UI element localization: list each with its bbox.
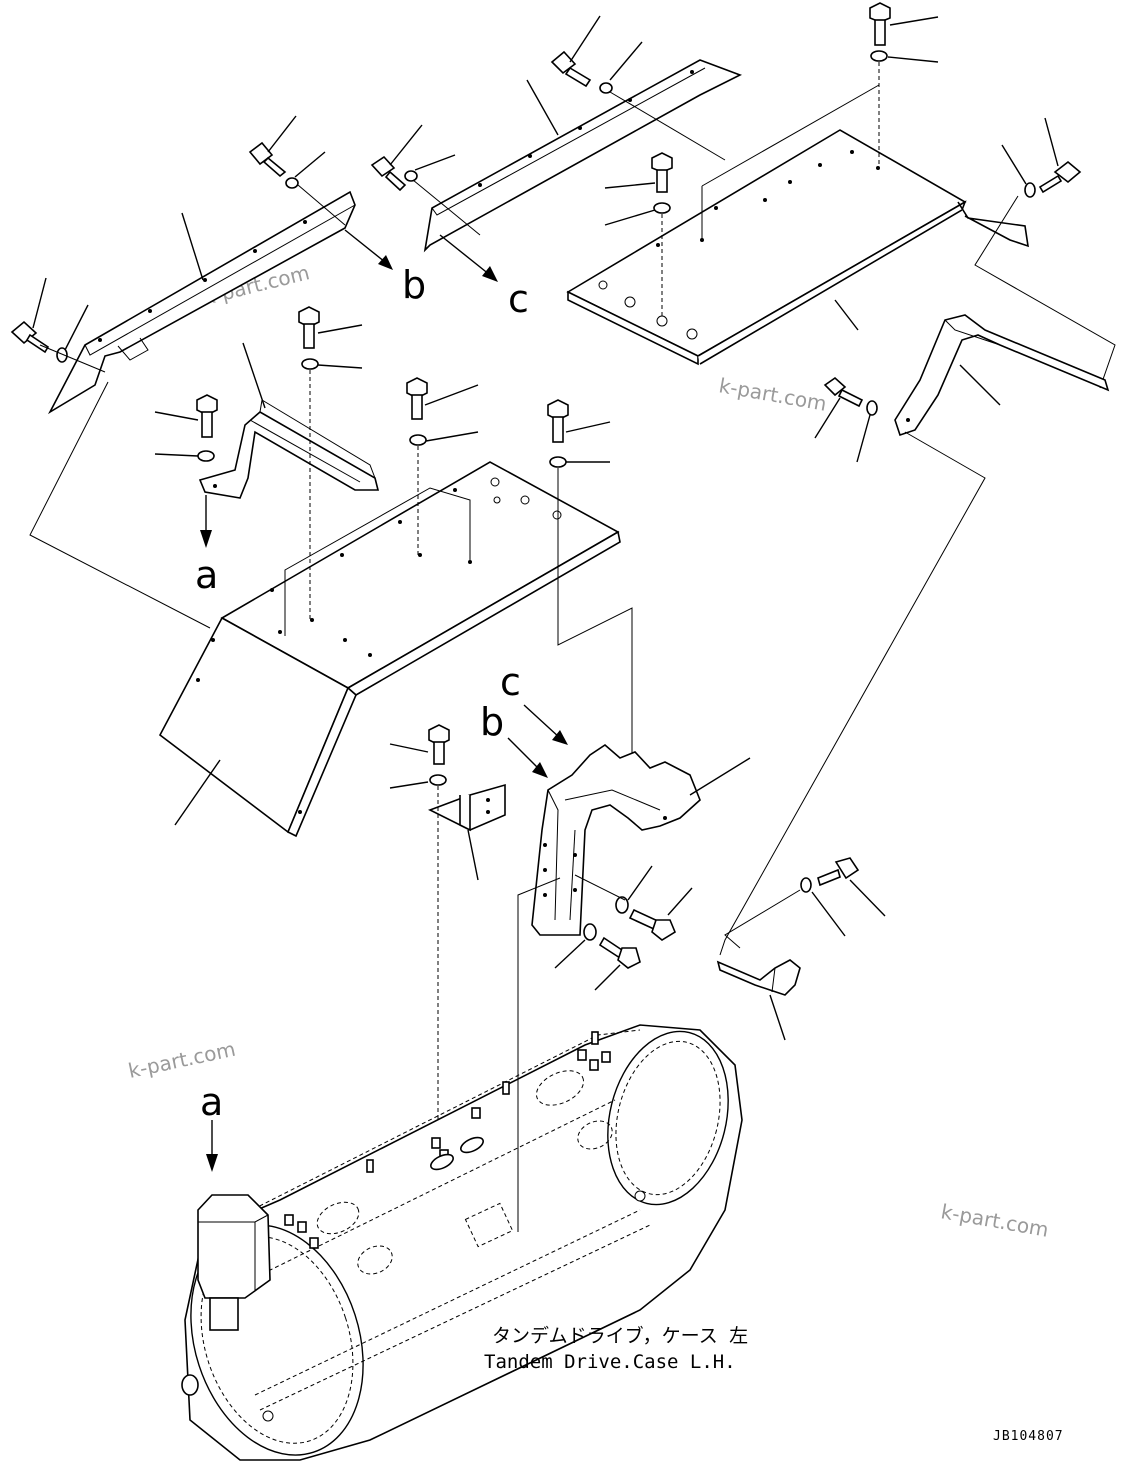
- leader-main-cover: [284, 487, 471, 636]
- ref-letter-c-upper: c: [508, 277, 529, 321]
- ref-letter-a-lower: a: [200, 1080, 223, 1124]
- bolt-left-rail: [10, 277, 106, 373]
- drawing-code: JB104807: [993, 1429, 1064, 1444]
- watermark-3: k-part.com: [126, 1037, 238, 1083]
- main-fender-cover: [158, 461, 621, 838]
- bolt-upper-left-rail: [248, 115, 346, 226]
- bolt-right-cover-3: [1001, 117, 1082, 198]
- bolt-main-cover-3: [547, 399, 633, 800]
- ref-letter-c-lower: c: [500, 660, 521, 704]
- ref-arrow-a-lower: a: [200, 1080, 223, 1172]
- bolt-right-cover-1: [869, 2, 939, 165]
- ref-letter-b-upper: b: [402, 263, 426, 307]
- left-side-rail: [47, 190, 356, 415]
- watermark-4: k-part.com: [939, 1199, 1050, 1242]
- hook-bracket: [716, 959, 801, 1041]
- caption-japanese: タンデムドライブ，ケース 左: [492, 1324, 748, 1347]
- right-handle-rail: [894, 314, 1110, 437]
- leader-case-support: [517, 877, 561, 1232]
- bolt-center-rail-left: [370, 124, 481, 236]
- bolt-main-cover-2: [406, 377, 479, 555]
- bolt-handle-rail: [719, 376, 986, 956]
- ref-arrow-b-upper: b: [344, 229, 426, 307]
- ref-letter-b-lower: b: [480, 700, 504, 744]
- small-angle-bracket: [428, 783, 506, 881]
- bolt-support-2: [554, 923, 641, 991]
- caption-english: Tandem Drive.Case L.H.: [484, 1351, 736, 1373]
- bolt-center-rail-top: [550, 15, 726, 161]
- leader-left-rail: [29, 381, 211, 629]
- bolt-angle-bracket: [389, 724, 450, 1150]
- bolt-support-1: [574, 865, 693, 941]
- watermark-2: k-part.com: [717, 373, 828, 416]
- case-studs: [284, 1031, 611, 1249]
- support-bracket: [531, 743, 751, 936]
- ref-arrow-b-lower: b: [480, 700, 548, 778]
- ref-arrow-c-upper: c: [439, 234, 529, 321]
- left-bracket: [198, 342, 380, 499]
- bolt-left-bracket: [154, 394, 218, 462]
- bolt-right-cover-2: [604, 152, 673, 318]
- leader-cover-1: [701, 84, 880, 187]
- center-top-rail: [423, 59, 742, 253]
- leader-rail-right: [974, 195, 1116, 389]
- ref-letter-a-upper: a: [195, 553, 218, 597]
- ref-arrow-c-lower: c: [500, 660, 568, 745]
- right-top-cover: [566, 129, 1029, 366]
- ref-arrow-a-upper: a: [195, 495, 218, 597]
- bolt-hook-bracket: [724, 857, 886, 949]
- tandem-drive-case: [181, 1024, 743, 1461]
- bolt-main-cover-1: [298, 306, 363, 620]
